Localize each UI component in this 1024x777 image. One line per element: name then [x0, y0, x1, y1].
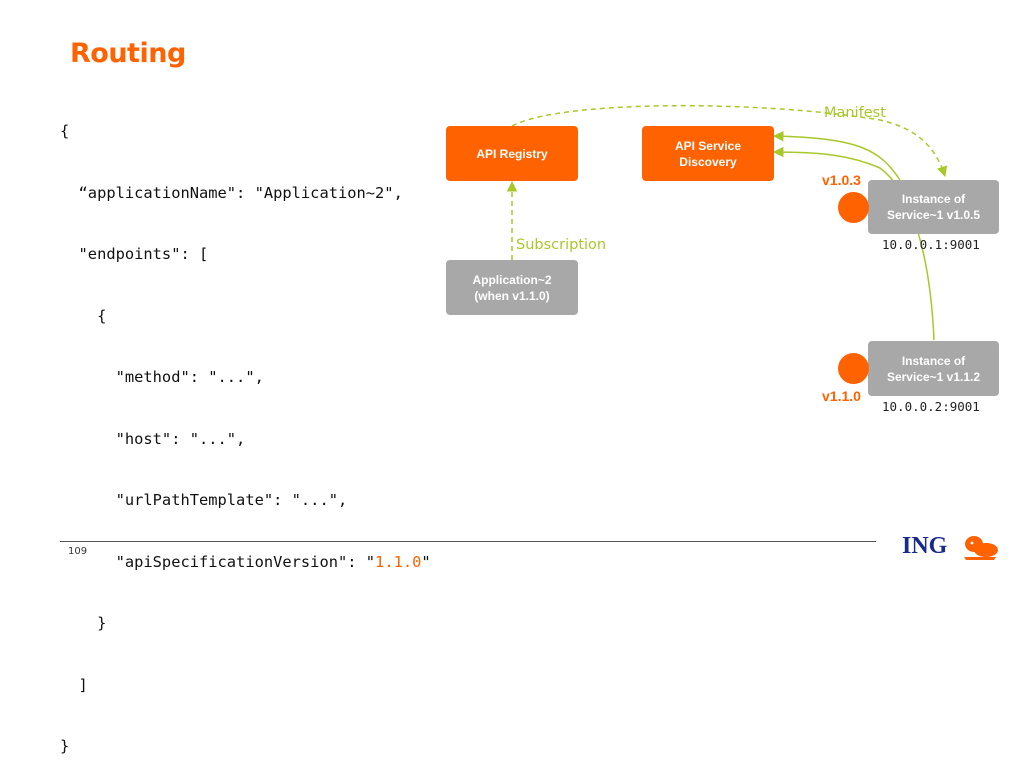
- api-registry-label: API Registry: [476, 146, 548, 161]
- code-line: {: [60, 306, 107, 325]
- instance-2-label: Instance of Service~1 v1.1.2: [886, 353, 981, 384]
- slide-title: Routing: [70, 38, 186, 69]
- highlighted-version: 1.1.0: [375, 552, 422, 571]
- registration-arrow-1: [772, 130, 901, 181]
- manifest-arrow: [511, 104, 948, 177]
- code-line: "urlPathTemplate": "...",: [60, 491, 348, 509]
- lion-icon: [964, 536, 998, 560]
- version-marker-2: [838, 353, 869, 384]
- code-line: }: [60, 614, 107, 632]
- manifest-label: Manifest: [824, 105, 886, 121]
- application-box: Application~2 (when v1.1.0): [446, 260, 578, 315]
- code-line: {: [60, 122, 70, 140]
- registration-arrow-2: [772, 146, 935, 341]
- api-service-discovery-label: API Service Discovery: [674, 138, 742, 169]
- code-text: "apiSpecificationVersion": ": [60, 552, 376, 571]
- code-line: “applicationName": "Application~2",: [60, 183, 403, 202]
- code-line: "endpoints": [: [60, 245, 209, 263]
- instance-2-address: 10.0.0.2:9001: [882, 399, 980, 414]
- version-label-2: v1.1.0: [822, 388, 861, 404]
- code-line: ]: [60, 675, 88, 694]
- code-text: ": [421, 552, 431, 571]
- connector-lines: [506, 104, 948, 341]
- json-code-block: { “applicationName": "Application~2", "e…: [60, 80, 431, 777]
- ing-logo: ING: [902, 533, 948, 559]
- code-line: "method": "...",: [60, 368, 264, 386]
- api-service-discovery-box: API Service Discovery: [642, 126, 774, 181]
- instance-2-box: Instance of Service~1 v1.1.2: [868, 341, 999, 396]
- code-line: "host": "...",: [60, 429, 246, 448]
- application-label: Application~2 (when v1.1.0): [472, 272, 552, 303]
- api-registry-box: API Registry: [446, 126, 578, 181]
- instance-1-box: Instance of Service~1 v1.0.5: [868, 180, 999, 234]
- code-line-version: "apiSpecificationVersion": "1.1.0": [60, 552, 431, 573]
- instance-1-address: 10.0.0.1:9001: [882, 237, 980, 252]
- page-number: 109: [68, 546, 88, 557]
- subscription-label: Subscription: [516, 237, 607, 253]
- code-line: }: [60, 737, 70, 755]
- instance-1-label: Instance of Service~1 v1.0.5: [886, 192, 981, 222]
- version-label-1: v1.0.3: [822, 172, 861, 188]
- version-marker-1: [838, 192, 869, 223]
- footer-divider: [60, 541, 876, 542]
